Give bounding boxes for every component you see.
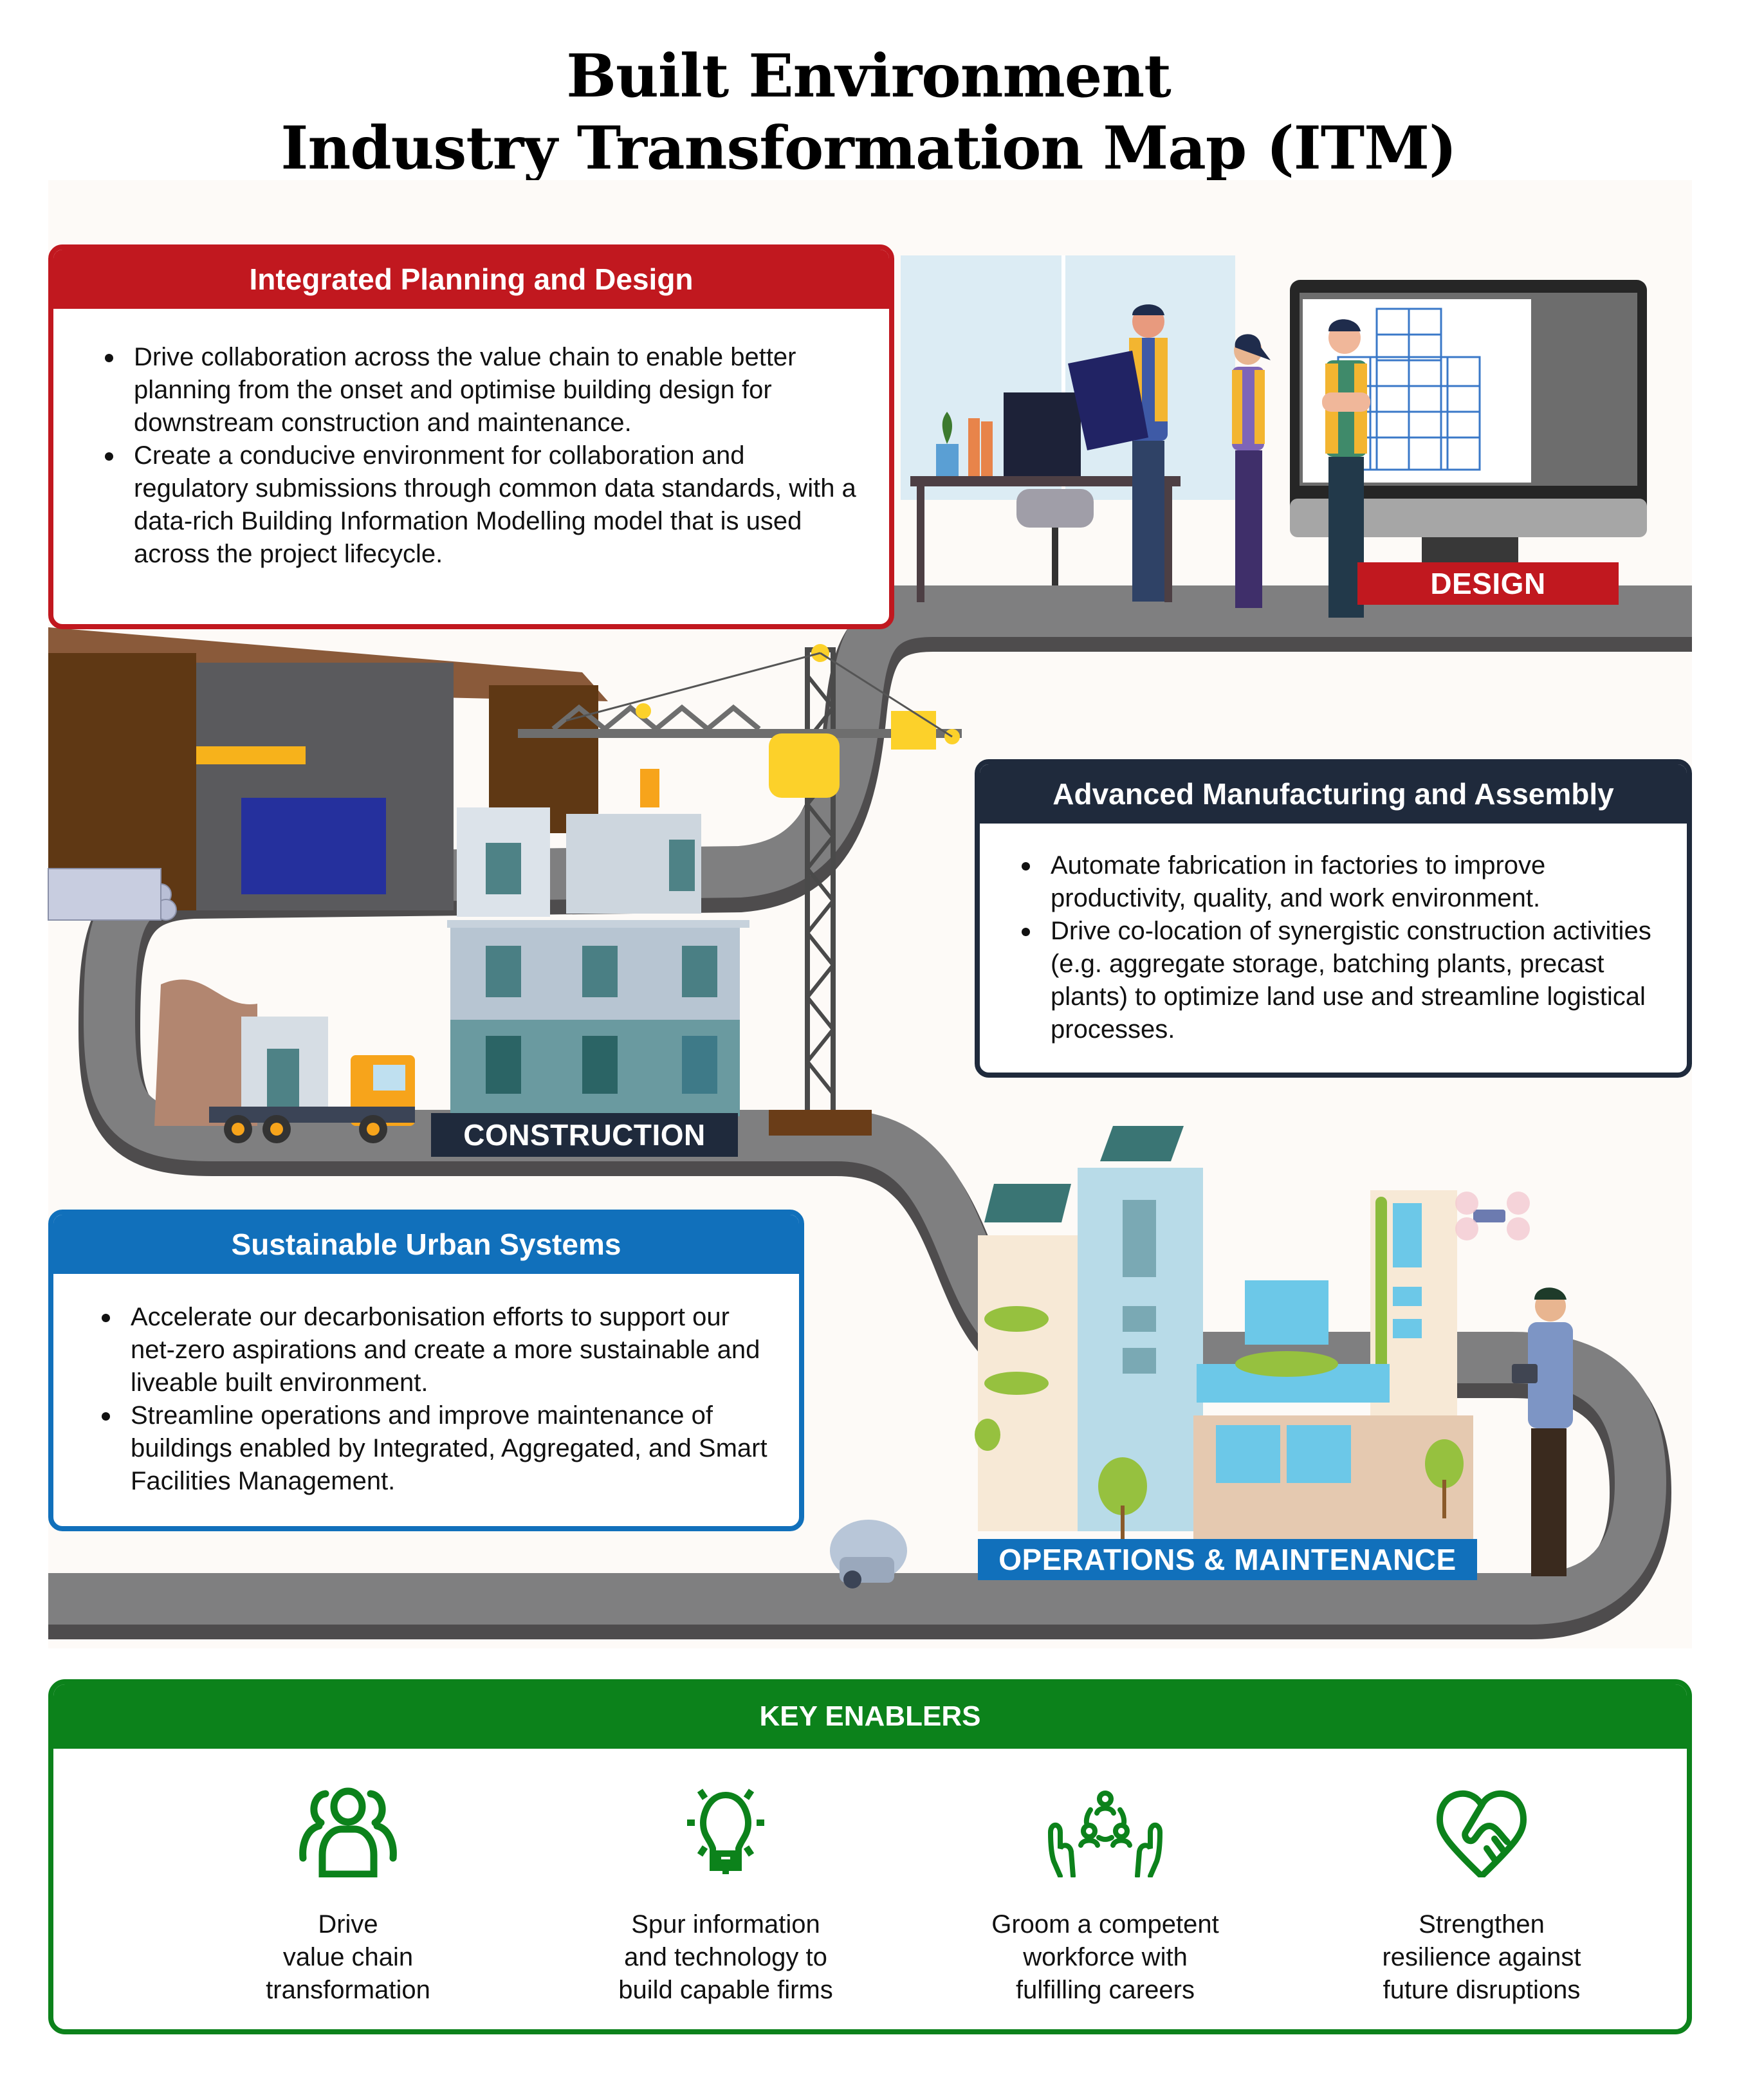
enabler-value-chain: Drive value chain transformation — [155, 1787, 541, 2007]
facility-manager-with-tablet — [1512, 1287, 1573, 1576]
construction-illustration — [48, 627, 962, 1143]
hands-holding-people-icon — [912, 1787, 1298, 1877]
people-group-icon — [155, 1787, 541, 1877]
title-line-2: Industry Transformation Map (ITM) — [280, 113, 1457, 183]
lightbulb-icon — [533, 1787, 919, 1877]
engineer-with-rolled-plans — [1232, 334, 1271, 608]
card-title: Integrated Planning and Design — [53, 250, 889, 309]
cleaning-robot — [830, 1520, 907, 1589]
bullet-item: Streamline operations and improve mainte… — [102, 1399, 780, 1498]
vertical-greenery — [1375, 1197, 1387, 1403]
factory-wall-left — [48, 653, 196, 910]
operations-illustration — [830, 1126, 1573, 1589]
desk — [910, 476, 1181, 486]
engineer-holding-blueprint — [1068, 304, 1168, 602]
bullet-item: Drive co-location of synergistic constru… — [1022, 915, 1668, 1046]
plant-pot — [936, 444, 959, 476]
enabler-label: Spur information and technology to build… — [618, 1910, 833, 2004]
tower-crane — [518, 644, 962, 1136]
inspection-drone — [1455, 1192, 1530, 1240]
card-advanced-manufacturing-assembly: Advanced Manufacturing and Assembly Auto… — [975, 759, 1692, 1078]
stage-label-design: DESIGN — [1357, 562, 1619, 605]
bullet-item: Create a conducive environment for colla… — [105, 439, 863, 571]
design-illustration — [901, 255, 1647, 618]
precast-molds — [241, 798, 386, 894]
chair — [1016, 489, 1094, 528]
key-enablers-panel: KEY ENABLERS Drive value chain transform… — [48, 1679, 1692, 2034]
bullet-item: Automate fabrication in factories to imp… — [1022, 849, 1668, 915]
steel-pipes — [48, 868, 177, 921]
bullet-item: Accelerate our decarbonisation efforts t… — [102, 1301, 780, 1399]
engineer-arms-crossed — [1322, 319, 1370, 618]
key-enablers-title: KEY ENABLERS — [53, 1684, 1687, 1749]
truck-carrying-module — [209, 1017, 415, 1143]
stage-label-construction: CONSTRUCTION — [431, 1113, 738, 1157]
glass-block — [1245, 1280, 1328, 1345]
card-title: Sustainable Urban Systems — [53, 1215, 799, 1274]
bullet-list: Accelerate our decarbonisation efforts t… — [53, 1274, 799, 1511]
solar-panel-top — [1100, 1126, 1184, 1161]
card-sustainable-urban-systems: Sustainable Urban Systems Accelerate our… — [48, 1210, 804, 1531]
enabler-label: Groom a competent workforce with fulfill… — [991, 1910, 1219, 2004]
enabler-resilience: Strengthen resilience against future dis… — [1289, 1787, 1675, 2007]
earth-mound — [154, 979, 257, 1126]
card-integrated-planning-design: Integrated Planning and Design Drive col… — [48, 244, 894, 629]
crane-cab — [769, 733, 840, 798]
bullet-list: Automate fabrication in factories to imp… — [980, 824, 1687, 1059]
trees — [975, 1306, 1464, 1541]
modular-building — [447, 807, 749, 1116]
bullet-list: Drive collaboration across the value cha… — [53, 309, 889, 590]
enabler-info-technology: Spur information and technology to build… — [533, 1787, 919, 2007]
page-title: Built Environment Industry Transformatio… — [0, 40, 1737, 184]
enabler-label: Drive value chain transformation — [266, 1910, 430, 2004]
solar-panel-left — [984, 1184, 1071, 1222]
title-line-1: Built Environment — [566, 41, 1171, 111]
card-title: Advanced Manufacturing and Assembly — [980, 764, 1687, 824]
gantry-crane — [196, 746, 306, 764]
enabler-label: Strengthen resilience against future dis… — [1382, 1910, 1581, 2004]
binders — [968, 418, 980, 476]
bullet-item: Drive collaboration across the value cha… — [105, 341, 863, 439]
roadmap-illustration — [48, 255, 1692, 1639]
enabler-workforce: Groom a competent workforce with fulfill… — [912, 1787, 1298, 2007]
laptop — [1004, 392, 1081, 476]
heart-handshake-icon — [1289, 1787, 1675, 1877]
stage-label-operations-maintenance: OPERATIONS & MAINTENANCE — [978, 1539, 1477, 1580]
